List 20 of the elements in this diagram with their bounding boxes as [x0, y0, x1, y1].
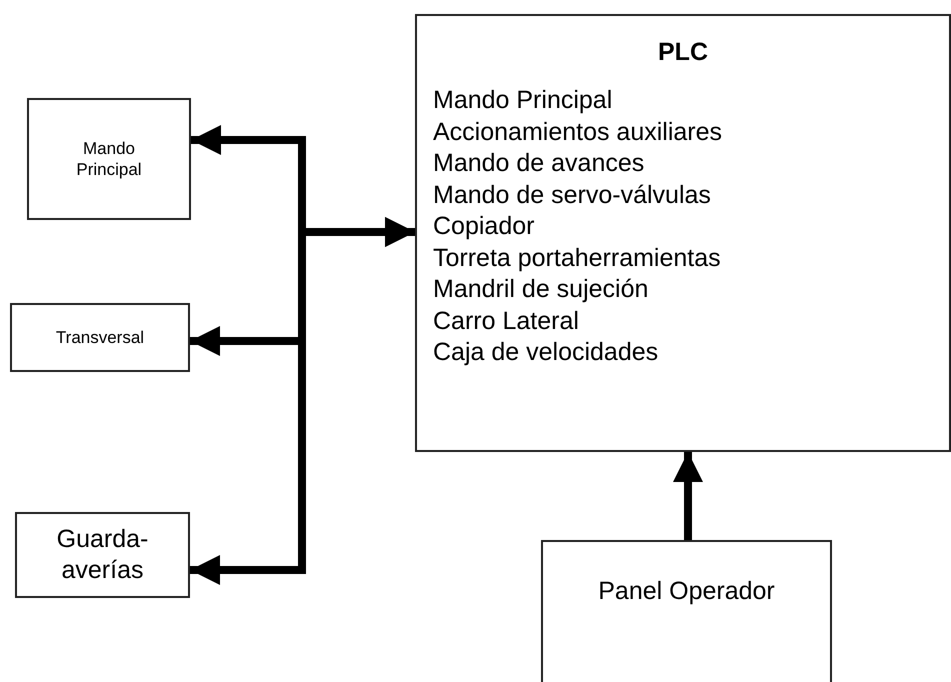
list-item: Caja de velocidades: [433, 337, 658, 368]
process-box: [541, 540, 832, 682]
process-box: [10, 303, 190, 372]
box-label: Transversal: [56, 326, 144, 348]
list-item: Mando Principal: [433, 85, 612, 116]
list-item: Accionamientos auxiliares: [433, 116, 722, 148]
arrow: [673, 452, 703, 540]
process-box: [15, 512, 190, 598]
box-label: Panel Operador: [598, 576, 775, 607]
box-title: PLC: [658, 38, 708, 67]
box-label: Mando Principal: [75, 138, 143, 180]
list-item: Carro Lateral: [433, 306, 579, 336]
process-box: [27, 98, 191, 220]
list-item: Copiador: [433, 211, 534, 242]
list-item: Mandril de sujeción: [433, 274, 648, 305]
list-item: Mando de servo-válvulas: [433, 180, 711, 210]
box-label: Guarda-averías: [56, 524, 150, 586]
process-box: [415, 14, 951, 452]
list-item: Mando de avances: [433, 148, 644, 179]
list-item: Torreta portaherramientas: [433, 242, 721, 274]
